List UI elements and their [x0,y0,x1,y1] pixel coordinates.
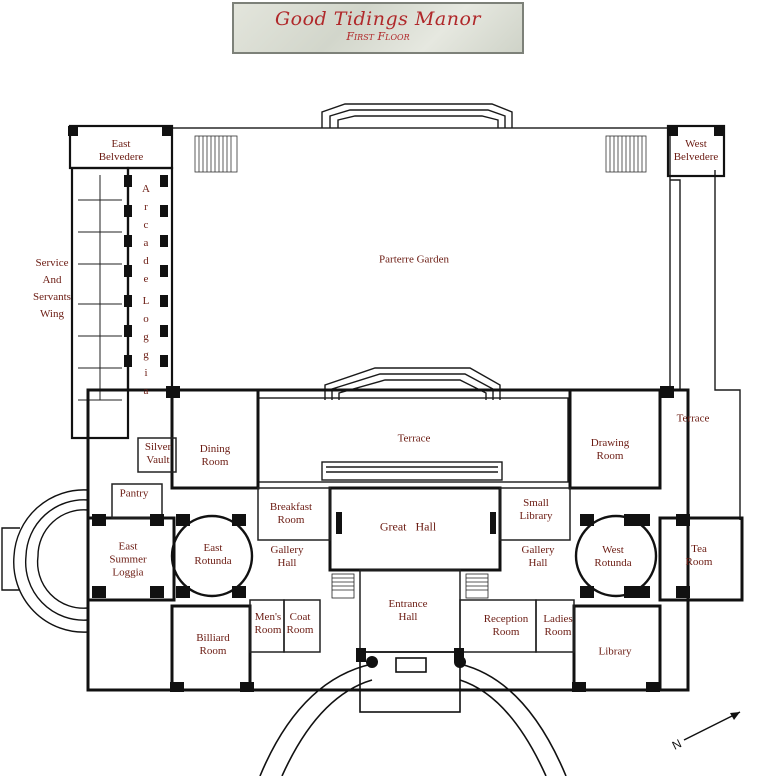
label-entrance-hall: Entrance Hall [388,598,428,623]
compass [683,711,741,741]
label-gallery-hall-east: Gallery Hall [270,544,304,569]
label-east-summer-loggia: East Summer Loggia [109,540,147,579]
title-banner: Good Tidings Manor First Floor [232,2,524,54]
plan-subtitle: First Floor [346,30,410,43]
tea-room-walls [658,516,744,602]
label-billiard-room: Billiard Room [196,632,230,657]
label-east-belvedere: East Belvedere [98,138,144,163]
label-tea-room: Tea Room [685,543,713,568]
east-rotunda-outline [170,514,254,598]
label-west-belvedere: West Belvedere [673,138,719,163]
label-reception-room: Reception Room [483,613,529,638]
great-hall-steps [321,461,503,481]
label-terrace-east: Terrace [676,412,710,425]
silver-vault-walls [137,437,177,473]
label-terrace-center: Terrace [397,432,431,445]
label-east-rotunda: East Rotunda [194,542,232,567]
east-belvedere-stairs [194,135,238,173]
label-great-hall: Great Hall [379,519,437,534]
label-gallery-hall-west: Gallery Hall [521,544,555,569]
pantry-walls [111,483,163,519]
ladies-room-walls [535,599,575,653]
label-breakfast-room: Breakfast Room [269,501,313,526]
service-wing-rooms [78,175,122,401]
coat-room-walls [283,599,321,653]
column-piers [68,126,724,692]
small-library-walls [499,487,571,541]
west-rotunda-outline [574,514,658,598]
breakfast-room-walls [257,487,331,541]
terrace-steps [324,367,501,400]
east-gallery-stairs [331,573,355,599]
label-ladies-room: Ladies Room [543,613,573,638]
east-curved-staircase [1,489,89,633]
label-west-rotunda: West Rotunda [594,544,632,569]
label-arcade: A r c a d e [142,183,150,285]
entrance-drive [259,651,567,776]
label-parterre-garden: Parterre Garden [379,253,449,266]
label-library: Library [598,645,632,658]
west-gallery-stairs [465,573,489,599]
arcade-piers [124,175,168,367]
label-coat-room: Coat Room [286,611,314,636]
label-pantry: Pantry [119,487,149,500]
west-belvedere-stairs [605,135,647,173]
dining-room-walls [170,388,260,490]
west-belvedere-outline [666,124,726,178]
label-mens-room: Men's Room [254,611,282,636]
label-drawing-room: Drawing Room [590,437,630,462]
label-small-library: Small Library [519,497,553,522]
label-loggia: L o g g i a [142,295,150,397]
drawing-room-walls [568,388,662,490]
label-dining-room: Dining Room [199,443,231,468]
label-service-wing: Service And Servants Wing [33,257,71,320]
north-steps [321,103,513,128]
plan-title: Good Tidings Manor [275,8,481,30]
label-silver-vault: Silver Vault [144,441,172,466]
